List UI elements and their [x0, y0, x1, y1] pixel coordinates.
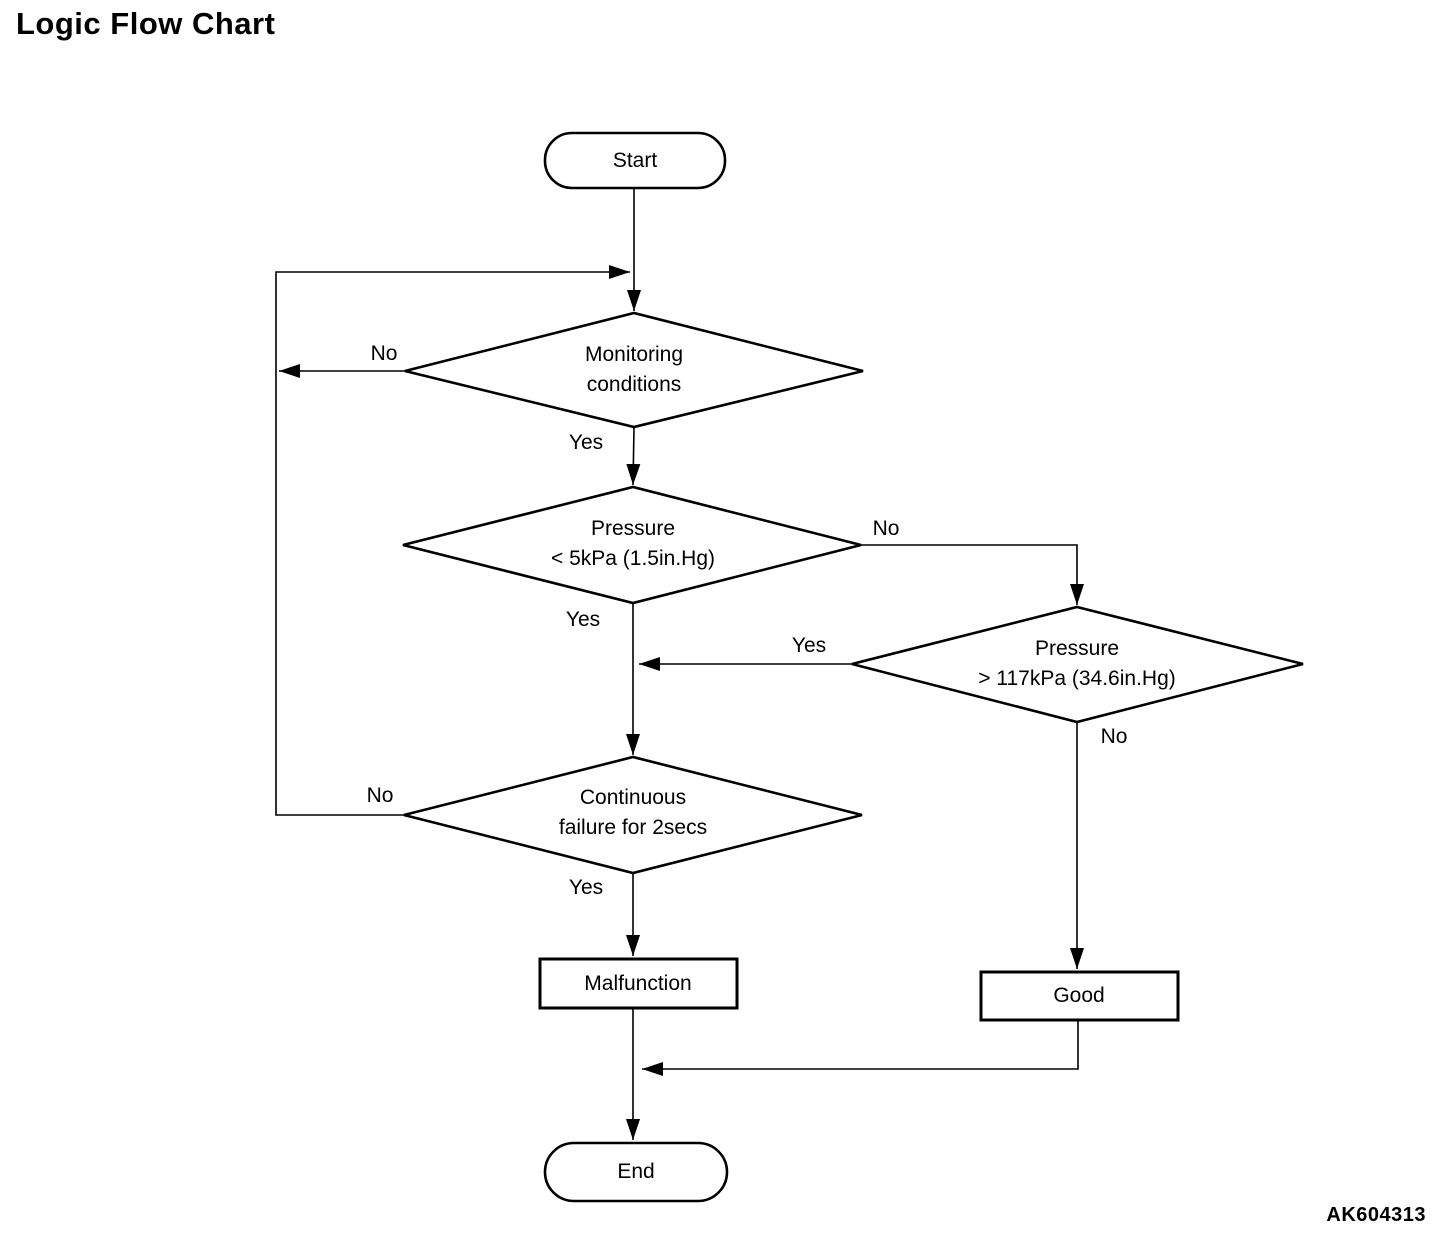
start-node-label: Start	[612, 149, 658, 172]
pressure-high-decision-label: Pressure > 117kPa (34.6in.Hg)	[978, 637, 1176, 690]
edge-loop-return	[275, 265, 630, 816]
continuous-failure-no-label: No	[366, 784, 394, 807]
good-box-label: Good	[1053, 984, 1105, 1007]
continuous-failure-decision-shape	[403, 755, 863, 875]
malfunction-box-shape	[538, 957, 739, 1010]
monitoring-decision-shape	[404, 311, 864, 429]
monitoring-no-label: No	[370, 342, 398, 365]
pressure-low-decision-shape	[402, 485, 862, 605]
pressure-low-no-label: No	[872, 517, 900, 540]
edge-monitoring-yes	[626, 426, 641, 486]
good-box-shape	[979, 970, 1180, 1022]
pressure-high-no-label: No	[1100, 725, 1128, 748]
page-title: Logic Flow Chart	[16, 6, 276, 41]
end-node-label: End	[617, 1160, 655, 1183]
continuous-failure-decision-label: Continuous failure for 2secs	[558, 786, 708, 839]
pressure-high-yes-label: Yes	[791, 634, 827, 657]
pressure-high-decision-shape	[851, 605, 1304, 724]
edge-pressure-low-no	[861, 544, 1084, 605]
monitoring-decision-label: Monitoring conditions	[584, 343, 684, 396]
pressure-low-yes-label: Yes	[565, 608, 601, 631]
continuous-failure-yes-label: Yes	[568, 876, 604, 899]
edge-good-merge	[642, 1020, 1079, 1076]
monitoring-yes-label: Yes	[568, 431, 604, 454]
start-node-shape	[543, 131, 727, 190]
malfunction-box-label: Malfunction	[584, 972, 692, 995]
figure-code: AK604313	[1326, 1204, 1426, 1226]
pressure-low-decision-label: Pressure < 5kPa (1.5in.Hg)	[550, 517, 716, 570]
end-node-shape	[543, 1141, 729, 1203]
